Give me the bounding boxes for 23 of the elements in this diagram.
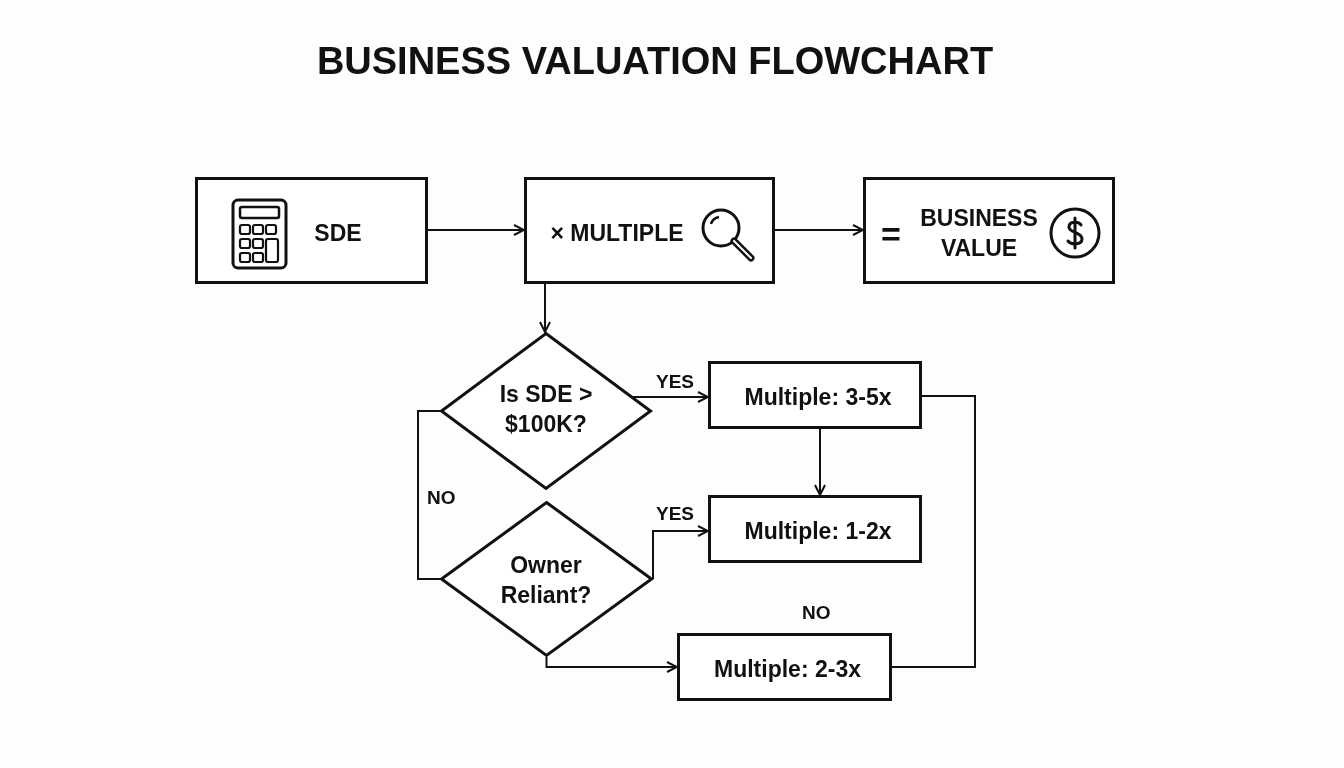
node-label: Multiple: 3-5x xyxy=(743,384,893,411)
process-box xyxy=(708,495,922,563)
process-box xyxy=(863,177,1115,284)
process-box xyxy=(524,177,775,284)
process-box xyxy=(195,177,428,284)
decision-diamond xyxy=(440,332,652,490)
connector-arrow xyxy=(545,656,678,673)
connector-arrow xyxy=(814,428,826,496)
node-label: Is SDE > $100K? xyxy=(498,380,594,439)
connector-arrow xyxy=(652,525,709,580)
node-label: SDE xyxy=(313,220,363,247)
node-label: Multiple: 1-2x xyxy=(743,518,893,545)
node-label: Multiple: 2-3x xyxy=(713,656,862,683)
process-box xyxy=(708,361,922,429)
diagram-title: BUSINESS VALUATION FLOWCHART xyxy=(315,40,995,83)
process-box xyxy=(677,633,892,701)
node-label: Owner Reliant? xyxy=(499,551,593,610)
connector-arrow xyxy=(539,283,551,333)
node-label: × MULTIPLE xyxy=(549,220,685,247)
operator-symbol: = xyxy=(880,215,902,254)
node-label: BUSINESS VALUE xyxy=(919,204,1039,263)
connector-arrow xyxy=(774,224,864,236)
connector-arrow xyxy=(427,224,525,236)
